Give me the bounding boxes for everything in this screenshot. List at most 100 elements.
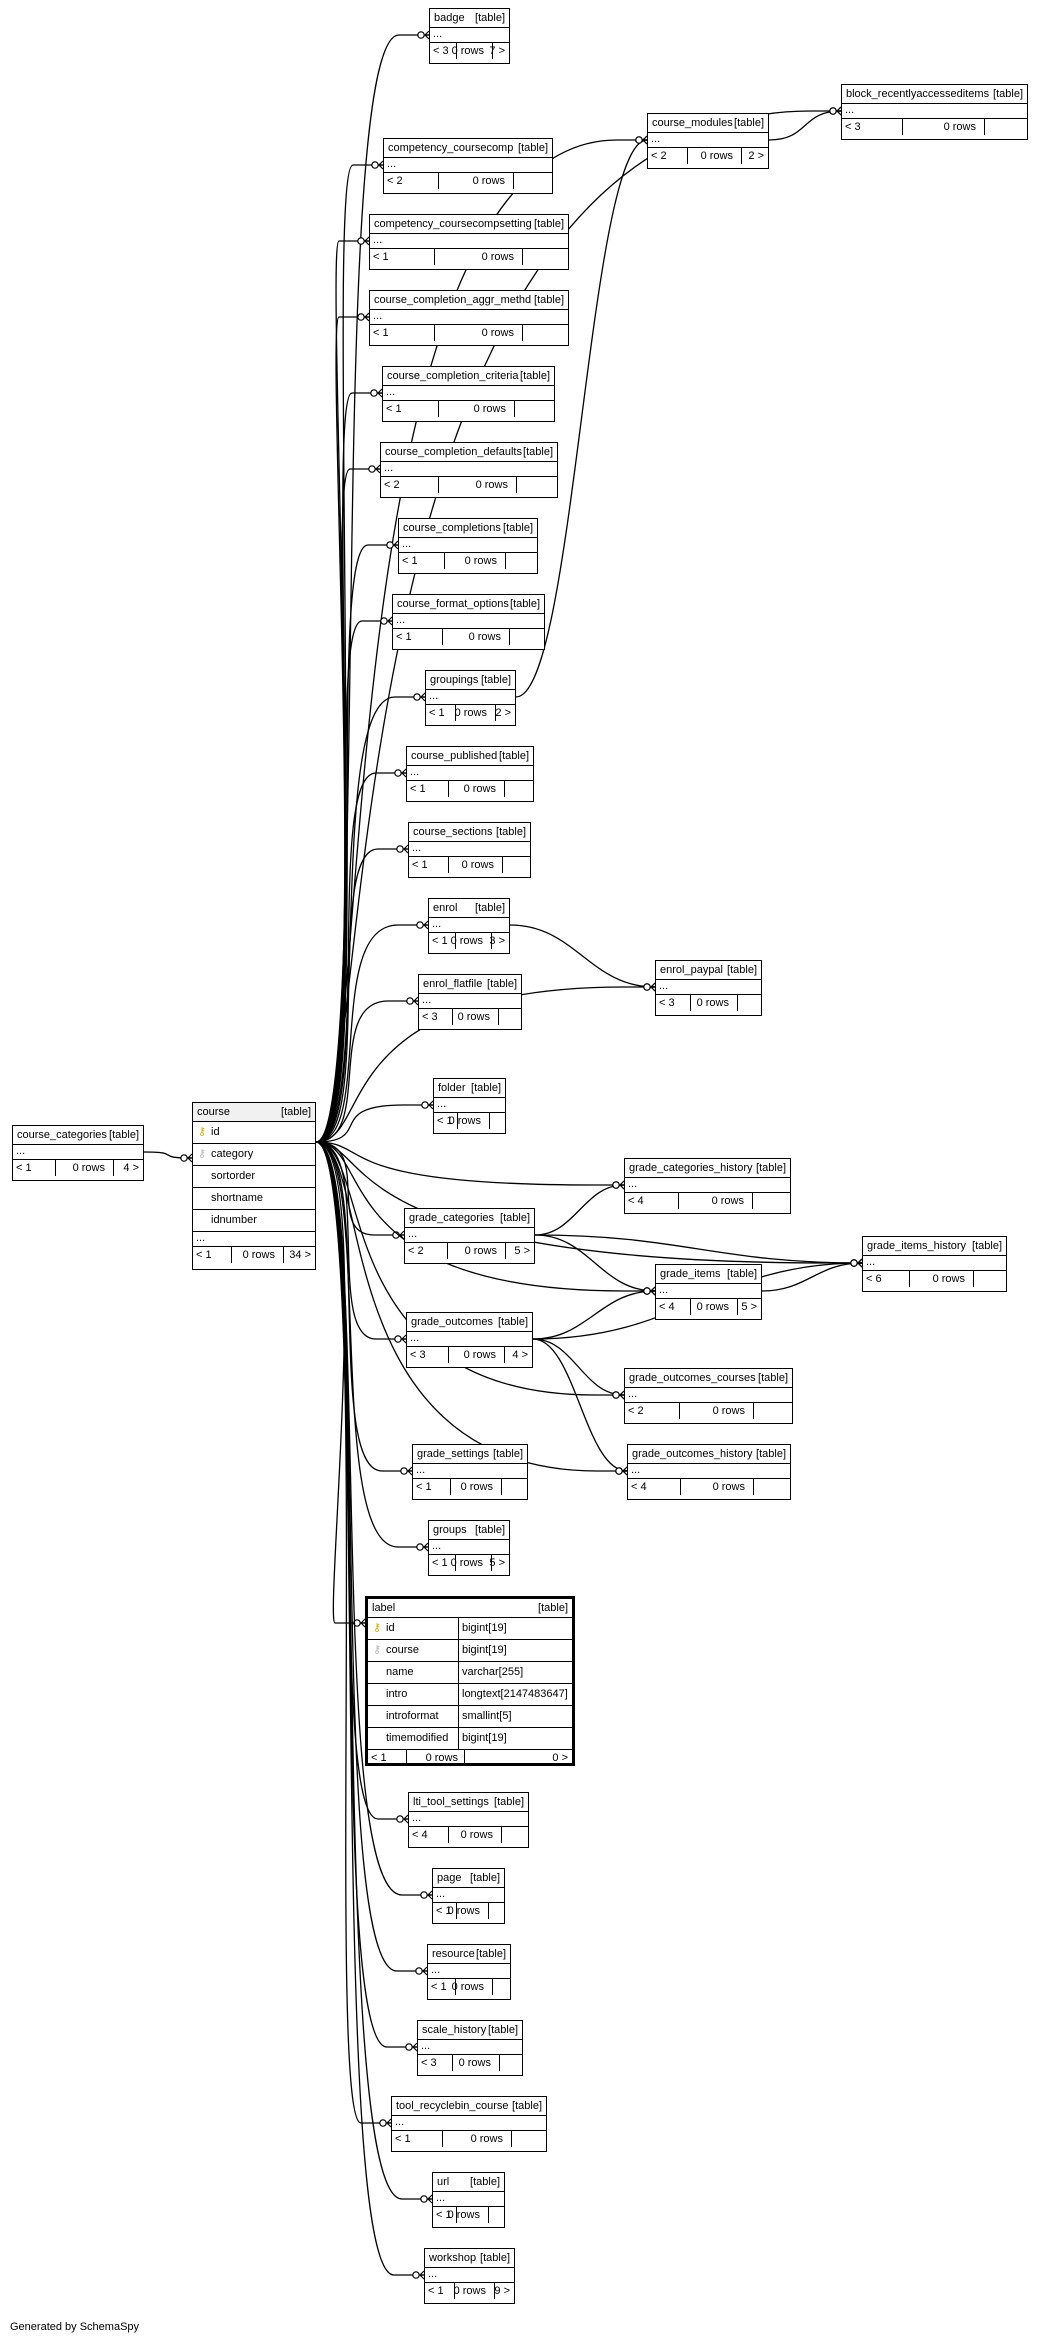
column-category[interactable]: ⚷category [193, 1144, 315, 1166]
table-name: groupings [430, 674, 479, 686]
table-name: competency_coursecomp [388, 142, 514, 154]
children-count: 3 > [489, 935, 505, 947]
relation-course-to-grade-items-history [315, 1141, 862, 1264]
table-header: course_categories[table] [13, 1126, 143, 1145]
crows-foot-marker [401, 768, 407, 778]
table-name: enrol_paypal [660, 964, 723, 976]
column-idnumber[interactable]: idnumber [193, 1210, 315, 1232]
table-header: course_completion_defaults[table] [381, 443, 557, 462]
footer-divider [434, 325, 435, 341]
column-shortname[interactable]: shortname [193, 1188, 315, 1210]
collapsed-columns: ... [625, 1178, 790, 1193]
footer-divider [501, 1479, 502, 1495]
row-count: 0 rows [461, 859, 494, 871]
row-count: 0 rows [72, 1162, 105, 1174]
relation-course-to-grade-categories-history [315, 1141, 624, 1186]
row-count: 0 rows [696, 997, 729, 1009]
footer-divider [455, 705, 456, 721]
table-block-recentlyaccesseditems[interactable]: block_recentlyaccesseditems[table]...< 3… [841, 84, 1028, 140]
foreign-key-icon: ⚷ [373, 1644, 382, 1656]
footer-divider [494, 2283, 495, 2299]
optional-marker [394, 769, 402, 777]
table-header: course_sections[table] [409, 823, 530, 842]
row-count: 0 rows [447, 2209, 480, 2221]
children-count: 5 > [489, 1557, 505, 1569]
footer-divider [687, 148, 688, 164]
parents-count: < 4 [628, 1195, 644, 1207]
table-kind-label: [table] [281, 1106, 311, 1118]
column-sortorder[interactable]: sortorder [193, 1166, 315, 1188]
crows-foot-marker [619, 1180, 625, 1190]
collapsed-columns: ... [656, 1284, 761, 1299]
footer-divider [522, 249, 523, 265]
table-name: workshop [429, 2252, 477, 2264]
table-course-completion-aggr-methd[interactable]: course_completion_aggr_methd[table]...< … [369, 290, 569, 346]
footer-divider [113, 1160, 114, 1176]
column-id[interactable]: ⚷id [193, 1122, 315, 1144]
table-header: competency_coursecompsetting[table] [370, 215, 568, 234]
collapsed-columns: ... [384, 158, 552, 173]
table-header: course_completion_criteria[table] [383, 367, 554, 386]
table-competency-coursecompsetting[interactable]: competency_coursecompsetting[table]...< … [369, 214, 569, 270]
table-header: competency_coursecomp[table] [384, 139, 552, 158]
footer-divider [753, 1479, 754, 1495]
table-header: grade_outcomes_history[table] [628, 1445, 790, 1464]
column-name: introformat [386, 1710, 439, 1722]
parents-count: < 1 [437, 1115, 453, 1127]
parents-count: < 4 [659, 1301, 675, 1313]
table-kind-label: [table] [734, 117, 764, 129]
optional-marker [370, 389, 378, 397]
crows-foot-marker [428, 1100, 434, 1110]
relation-course-to-grade-settings [315, 1141, 412, 1472]
relation-grade-categories-to-grade-items [534, 1234, 656, 1292]
collapsed-columns: ... [370, 310, 568, 325]
collapsed-columns: ... [413, 1464, 527, 1479]
optional-marker [357, 237, 365, 245]
table-kind-label: [table] [471, 1082, 501, 1094]
table-header: groups[table] [429, 1521, 509, 1540]
table-header: course_completion_aggr_methd[table] [370, 291, 568, 310]
footer-divider [456, 1903, 457, 1919]
